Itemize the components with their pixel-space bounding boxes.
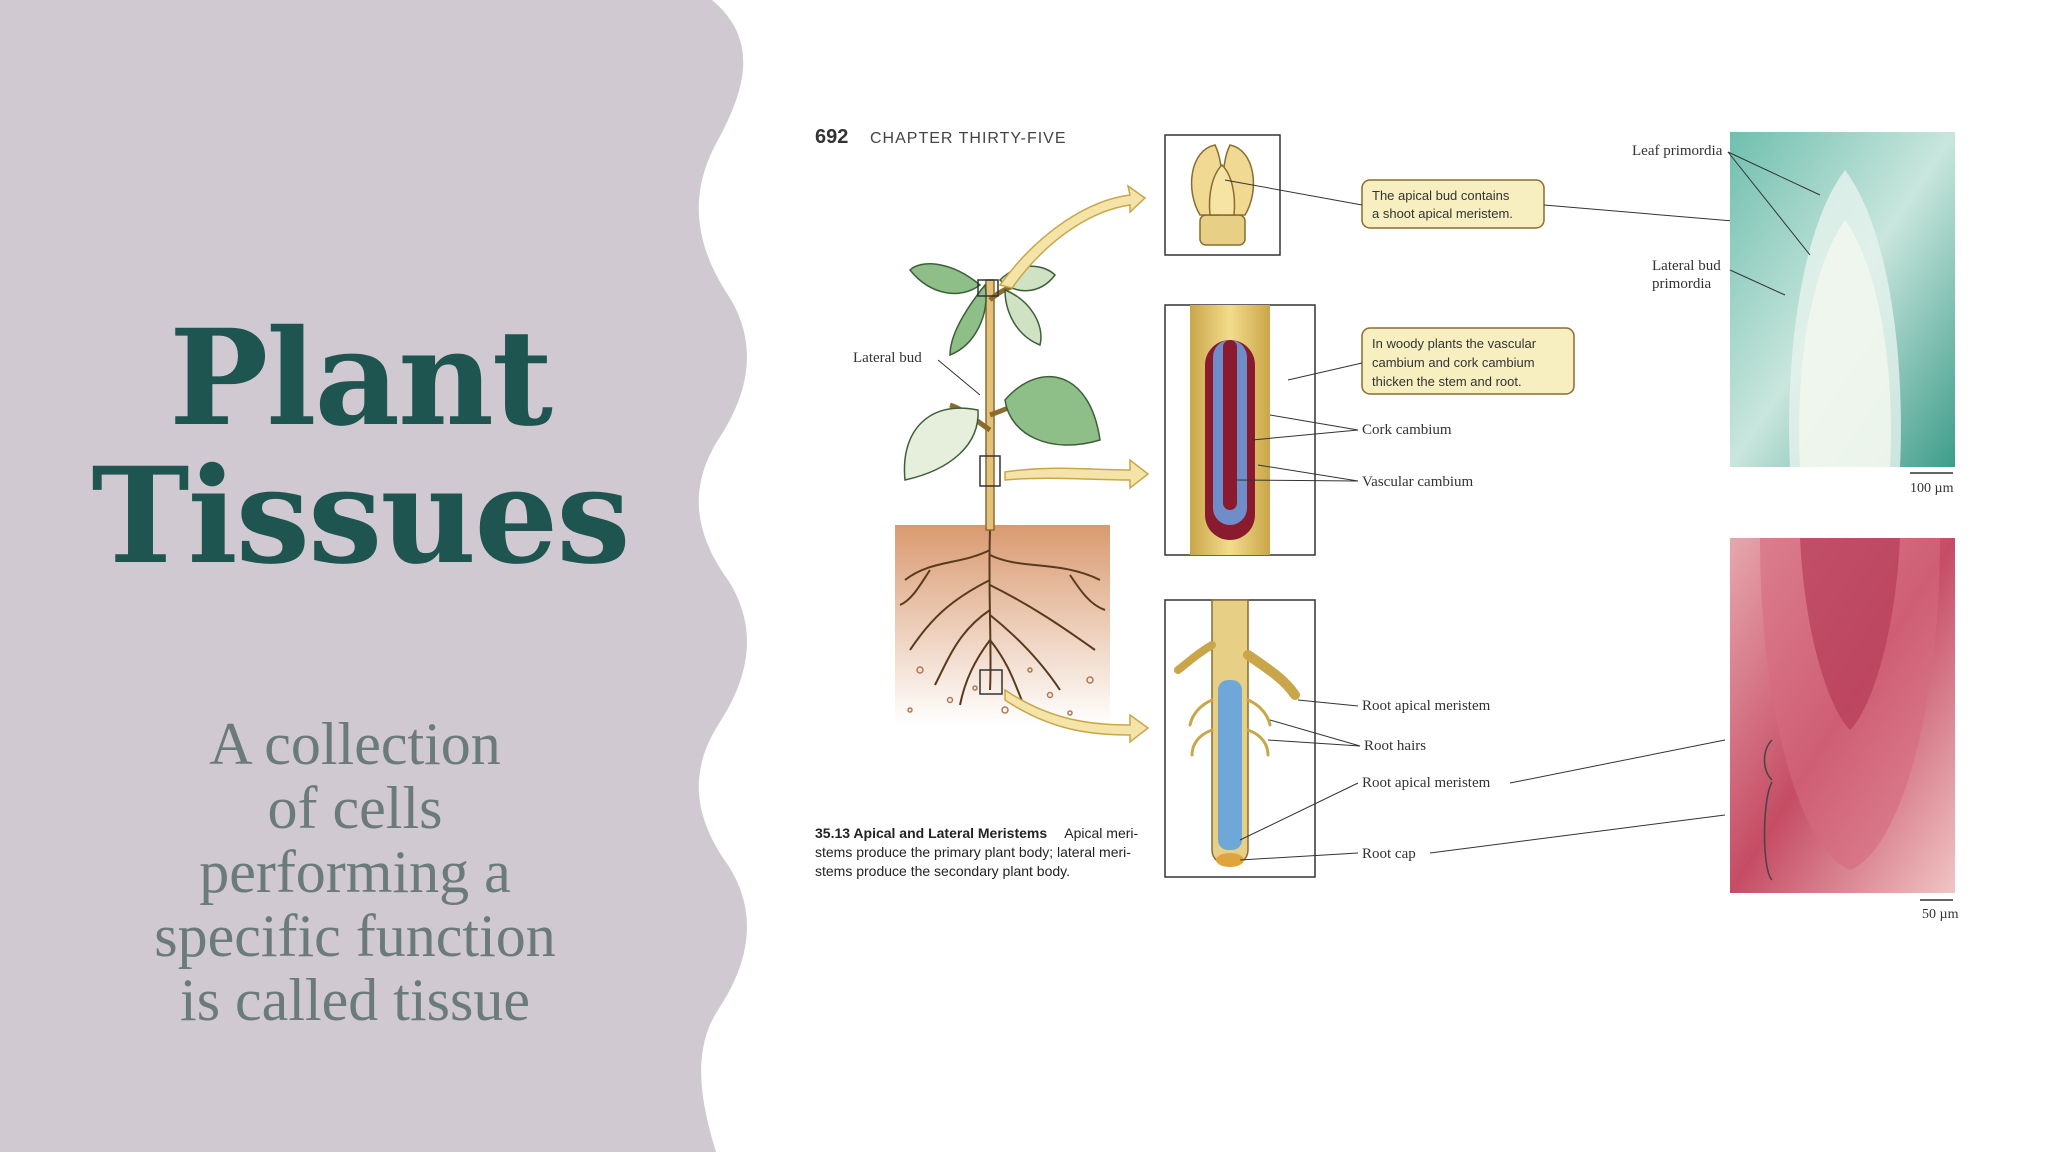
figure-caption-line-3: stems produce the secondary plant body. <box>815 863 1070 879</box>
leader-line <box>1269 719 1361 747</box>
micrograph-brackets <box>1763 739 1773 881</box>
label-vascular-cambium: Vascular cambium <box>1362 474 1474 490</box>
apical-bud-marker <box>977 279 999 297</box>
leader-line <box>1239 782 1359 841</box>
wavy-panel-shape <box>0 0 747 1152</box>
plant-roots <box>899 529 1106 709</box>
leader-line <box>1297 699 1359 707</box>
soil-pebbles <box>907 666 1094 716</box>
micrograph-root-core <box>1800 538 1900 730</box>
figure-caption-title: 35.13 Apical and Lateral Meristems <box>815 825 1047 841</box>
left-panel-background <box>0 0 747 1152</box>
leader-line <box>1287 362 1363 381</box>
textbook-figure: 692 CHAPTER THIRTY-FIVE <box>815 126 1959 922</box>
leader-line <box>1269 414 1359 431</box>
subtitle-line: performing a <box>199 839 511 905</box>
callout-woody-line-3: thicken the stem and root. <box>1372 374 1522 389</box>
arrow-to-apical-bud <box>998 184 1147 289</box>
label-root-hairs: Root hairs <box>1364 738 1426 754</box>
leader-line <box>1429 814 1726 854</box>
leader-line <box>1727 151 1821 196</box>
callout-woody-line-2: cambium and cork cambium <box>1372 355 1535 370</box>
plant-stem <box>985 279 995 531</box>
label-lateral-bud-primordia-2: primordia <box>1652 276 1711 292</box>
leader-line <box>1239 852 1359 861</box>
subtitle-line: is called tissue <box>180 967 530 1033</box>
subtitle-line: of cells <box>267 775 443 841</box>
chapter-heading: CHAPTER THIRTY-FIVE <box>870 130 1067 147</box>
subtitle-line: A collection <box>209 711 501 777</box>
page-number: 692 <box>815 126 848 148</box>
callout-apical-bud-line-1: The apical bud contains <box>1372 188 1510 203</box>
label-root-cap: Root cap <box>1362 846 1416 862</box>
label-root-apical-meristem-2: Root apical meristem <box>1362 775 1491 791</box>
callout-apical-bud-line-2: a shoot apical meristem. <box>1372 206 1513 221</box>
callout-woody-plants <box>1361 327 1575 395</box>
leader-line <box>1727 151 1811 256</box>
slide-title-line-2: Tissues <box>91 439 630 594</box>
plant-leaves <box>903 263 1101 481</box>
label-leaf-primordia: Leaf primordia <box>1632 143 1723 159</box>
leader-line <box>1509 739 1726 784</box>
label-root-apical-meristem: Root apical meristem <box>1362 698 1491 714</box>
leader-line <box>1251 429 1359 441</box>
callout-apical-bud <box>1361 179 1545 229</box>
root-drawing <box>1174 599 1300 867</box>
leader-line <box>1235 479 1359 482</box>
leader-line <box>1729 269 1786 296</box>
scale-bar-bottom-label: 50 µm <box>1922 907 1959 922</box>
apical-bud-drawing <box>1190 144 1255 246</box>
figure-caption-text: Apical meri- <box>1064 825 1138 841</box>
vascular-cambium-layer <box>1223 340 1237 510</box>
leader-line <box>937 359 981 396</box>
callout-woody-line-1: In woody plants the vascular <box>1372 336 1537 351</box>
leader-line <box>1224 179 1363 206</box>
leader-line <box>1267 739 1361 747</box>
root-tip-marker <box>979 669 1003 695</box>
figure-caption-line-2: stems produce the primary plant body; la… <box>815 844 1131 860</box>
arrow-to-root <box>1004 688 1150 744</box>
arrow-to-stem <box>1004 458 1150 490</box>
figure-caption-line-1: 35.13 Apical and Lateral Meristems Apica… <box>815 825 1139 841</box>
scale-bar-top-label: 100 µm <box>1910 481 1954 496</box>
label-cork-cambium: Cork cambium <box>1362 422 1452 438</box>
label-lateral-bud: Lateral bud <box>853 350 922 366</box>
stem-section-marker <box>979 455 1001 487</box>
label-lateral-bud-primordia-1: Lateral bud <box>1652 258 1721 274</box>
leader-line <box>1257 464 1359 482</box>
micrograph-meristem <box>1799 220 1891 467</box>
subtitle-line: specific function <box>154 903 556 969</box>
slide-title-line-1: Plant <box>169 301 553 456</box>
